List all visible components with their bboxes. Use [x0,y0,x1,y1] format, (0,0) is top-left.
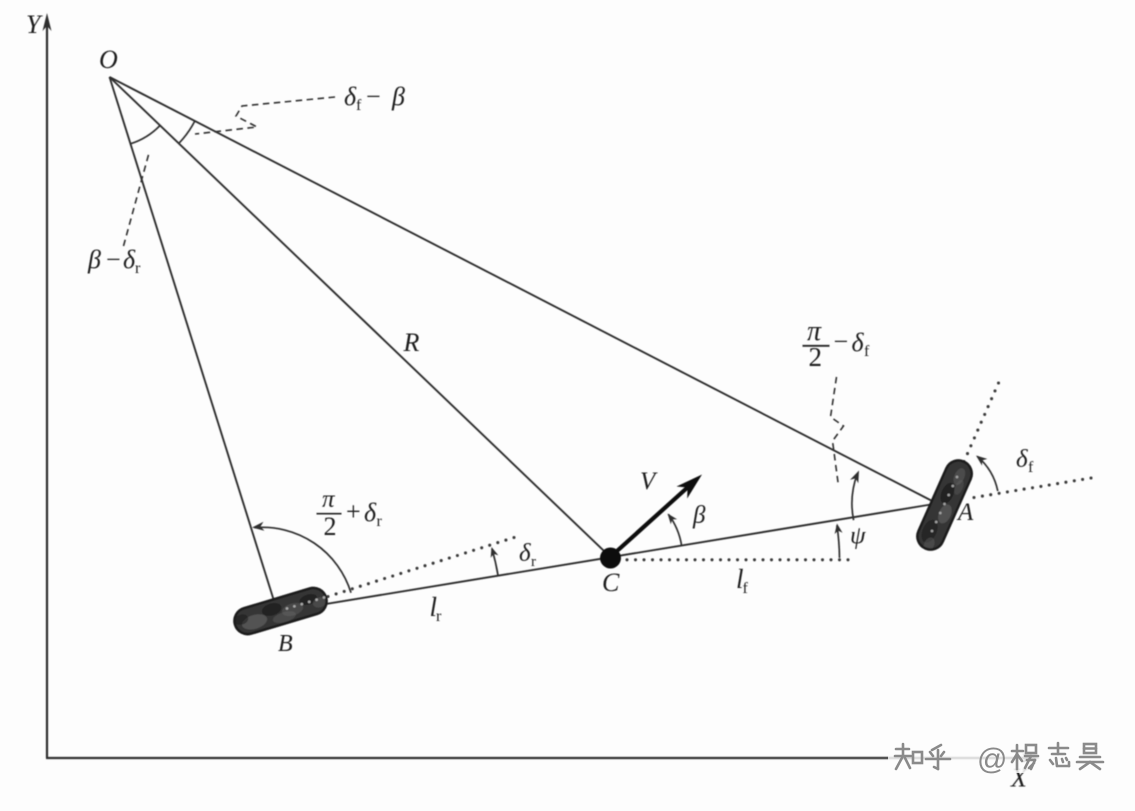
svg-text:C: C [602,568,620,597]
svg-text:r: r [531,554,536,570]
svg-text:f: f [356,97,362,114]
svg-text:f: f [1028,459,1034,476]
svg-text:β: β [692,502,706,529]
svg-text:+: + [346,497,361,526]
svg-text:O: O [99,45,118,74]
svg-text:@: @ [977,743,1007,776]
svg-text:B: B [278,631,293,657]
svg-text:−: − [834,327,849,356]
svg-text:β: β [391,82,405,111]
svg-text:δ: δ [364,498,377,527]
svg-text:π: π [322,486,336,513]
svg-text:2: 2 [324,512,337,541]
svg-text:R: R [403,328,420,357]
svg-text:r: r [436,608,442,625]
svg-text:2: 2 [809,342,823,372]
svg-text:A: A [956,499,974,526]
svg-text:−: − [106,245,121,274]
svg-text:Y: Y [26,10,43,39]
svg-text:π: π [807,316,822,347]
svg-text:V: V [640,468,658,495]
svg-text:f: f [743,580,749,597]
svg-text:δ: δ [1016,446,1028,473]
svg-text:l: l [736,564,744,594]
svg-text:r: r [377,513,383,530]
svg-text:r: r [135,260,141,277]
svg-text:δ: δ [123,245,136,274]
svg-text:β: β [87,245,101,274]
svg-text:δ: δ [344,82,357,111]
svg-text:δ: δ [852,328,865,357]
svg-text:l: l [430,592,438,622]
svg-text:−: − [366,82,381,111]
svg-text:f: f [864,343,870,360]
svg-text:ψ: ψ [850,523,866,550]
svg-text:δ: δ [519,540,531,567]
